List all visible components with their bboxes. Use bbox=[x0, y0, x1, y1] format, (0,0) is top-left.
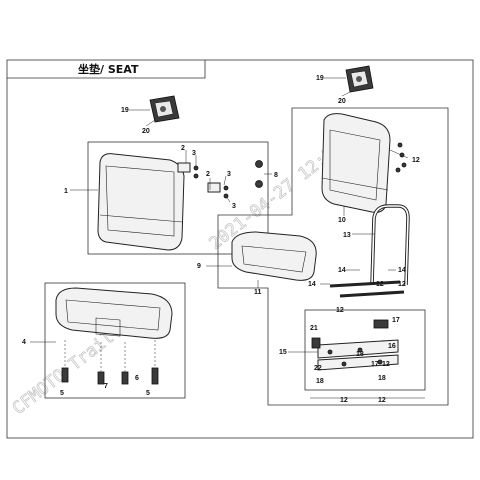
callout-18-low: 18 bbox=[316, 378, 324, 385]
callout-3a: 3 bbox=[192, 150, 196, 157]
callout-17-low: 17 bbox=[371, 361, 379, 368]
callout-3c: 3 bbox=[232, 203, 236, 210]
backrest-panel bbox=[97, 153, 185, 251]
leader-lines bbox=[30, 77, 425, 399]
nut-upper bbox=[255, 160, 263, 168]
seat-slider-rails bbox=[311, 319, 399, 371]
back-frame-tube bbox=[329, 204, 410, 298]
callout-15: 15 bbox=[279, 349, 287, 356]
callout-20-left: 20 bbox=[142, 128, 150, 135]
slider-group-box bbox=[304, 309, 426, 391]
callout-13: 13 bbox=[343, 232, 351, 239]
back-bolts bbox=[395, 142, 407, 173]
mounting-posts bbox=[61, 340, 159, 385]
callout-7: 7 bbox=[104, 383, 108, 390]
seat-back-cushion bbox=[321, 113, 391, 213]
callout-5: 5 bbox=[60, 390, 64, 397]
callout-20-right: 20 bbox=[338, 98, 346, 105]
callout-12-low: 12 bbox=[382, 361, 390, 368]
callout-18-mid: 18 bbox=[356, 351, 364, 358]
callout-12-bottom-b: 12 bbox=[378, 397, 386, 404]
callout-4: 4 bbox=[22, 339, 26, 346]
cushion-group-box bbox=[44, 282, 186, 399]
nut-lower bbox=[255, 180, 263, 188]
callout-17-top: 17 bbox=[392, 317, 400, 324]
callout-18-right: 18 bbox=[378, 375, 386, 382]
callout-19-right: 19 bbox=[316, 75, 324, 82]
seat-cushion bbox=[231, 231, 317, 281]
callout-11: 11 bbox=[254, 289, 262, 296]
title-tab bbox=[7, 60, 206, 79]
callout-5b: 5 bbox=[146, 390, 150, 397]
mounting-brackets bbox=[177, 162, 229, 199]
callout-14a: 14 bbox=[338, 267, 346, 274]
callout-3b: 3 bbox=[227, 171, 231, 178]
frame-group-box bbox=[217, 107, 449, 406]
diagram-title: 坐垫/ SEAT bbox=[78, 62, 139, 76]
callout-12-mid2: 12 bbox=[398, 281, 406, 288]
callout-12-mid: 12 bbox=[376, 281, 384, 288]
callout-10: 10 bbox=[338, 217, 346, 224]
callout-14b: 14 bbox=[398, 267, 406, 274]
headrest-right bbox=[345, 65, 374, 93]
callout-12-top: 12 bbox=[412, 157, 420, 164]
callout-8: 8 bbox=[274, 172, 278, 179]
callout-2a: 2 bbox=[181, 145, 185, 152]
callout-12-bottom-a: 12 bbox=[340, 397, 348, 404]
lower-seat-cushion bbox=[55, 287, 173, 339]
callout-2b: 2 bbox=[206, 171, 210, 178]
headrest-left bbox=[149, 95, 180, 123]
backrest-group-box bbox=[87, 141, 269, 255]
callout-9: 9 bbox=[197, 263, 201, 270]
callout-labels: 1 2 3 2 3 3 8 19 20 19 20 12 10 13 9 11 … bbox=[22, 75, 420, 404]
callout-1: 1 bbox=[64, 188, 68, 195]
callout-6: 6 bbox=[135, 375, 139, 382]
callout-21: 21 bbox=[310, 325, 318, 332]
callout-12-slider: 12 bbox=[336, 307, 344, 314]
callout-22: 22 bbox=[314, 365, 322, 372]
callout-14c: 14 bbox=[308, 281, 316, 288]
callout-16: 16 bbox=[388, 343, 396, 350]
diagram-frame bbox=[6, 59, 474, 439]
callout-19-left: 19 bbox=[121, 107, 129, 114]
